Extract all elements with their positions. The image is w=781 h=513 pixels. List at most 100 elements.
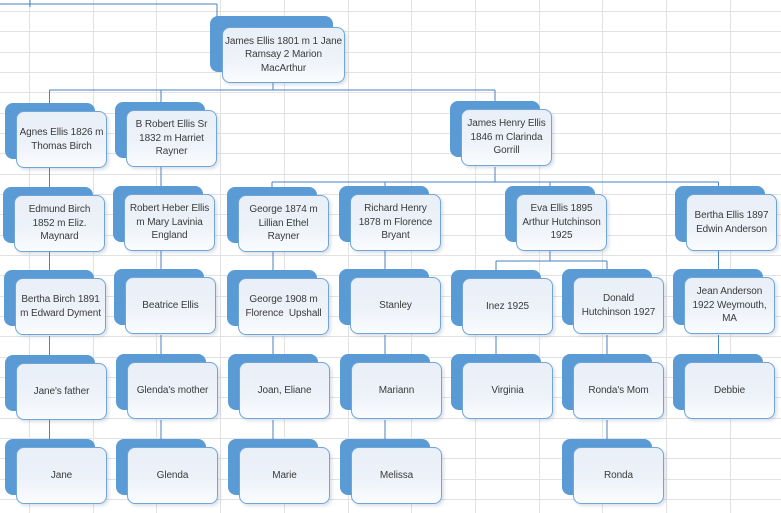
tree-node-jane[interactable]: Jane <box>5 439 107 504</box>
tree-node-agnes-ellis[interactable]: Agnes Ellis 1826 m Thomas Birch <box>5 103 107 168</box>
tree-node-mariann[interactable]: Mariann <box>340 354 442 419</box>
gridline-vertical <box>539 0 540 513</box>
node-label: Richard Henry 1878 m Florence Bryant <box>358 203 433 242</box>
tree-node-donald-hutchinson[interactable]: Donald Hutchinson 1927 <box>562 269 664 334</box>
node-label: Jane's father <box>33 385 90 397</box>
tree-node-robert-heber-ellis[interactable]: Robert Heber Ellis m Mary Lavinia Englan… <box>113 186 215 251</box>
gridline-horizontal <box>0 52 781 53</box>
node-label: Glenda's mother <box>136 384 209 396</box>
node-card: George 1908 m Florence Upshall <box>238 278 329 335</box>
node-label: Mariann <box>378 384 415 396</box>
gridline-vertical <box>220 0 221 513</box>
node-label: Jean Anderson 1922 Weymouth, MA <box>692 286 767 325</box>
node-card: Joan, Eliane <box>239 362 330 419</box>
node-card: Virginia <box>462 362 553 419</box>
tree-node-stanley[interactable]: Stanley <box>339 269 441 334</box>
tree-node-virginia[interactable]: Virginia <box>451 354 553 419</box>
node-card: Eva Ellis 1895 Arthur Hutchinson 1925 <box>516 194 607 251</box>
gridline-horizontal <box>0 438 781 439</box>
node-card: Bertha Ellis 1897 Edwin Anderson <box>686 194 777 251</box>
node-card: Edmund Birch 1852 m Eliz. Maynard <box>14 195 105 252</box>
gridline-horizontal <box>0 174 781 175</box>
tree-node-bertha-ellis[interactable]: Bertha Ellis 1897 Edwin Anderson <box>675 186 777 251</box>
node-label: Edmund Birch 1852 m Eliz. Maynard <box>28 204 91 243</box>
node-label: Inez 1925 <box>485 300 530 312</box>
node-label: James Henry Ellis 1846 m Clarinda Gorril… <box>467 118 546 157</box>
tree-node-glendas-mother[interactable]: Glenda's mother <box>116 354 218 419</box>
gridline-vertical <box>411 0 412 513</box>
node-label: Stanley <box>379 299 412 311</box>
node-label: Beatrice Ellis <box>142 299 199 311</box>
node-card: James Henry Ellis 1846 m Clarinda Gorril… <box>461 109 552 166</box>
node-label: Ronda's Mom <box>588 384 649 396</box>
node-label: Virginia <box>491 384 524 396</box>
node-label: Marie <box>272 469 297 481</box>
gridline-horizontal <box>0 72 781 73</box>
node-label: James Ellis 1801 m 1 Jane Ramsay 2 Mario… <box>224 35 342 74</box>
tree-node-james-ellis-1801[interactable]: James Ellis 1801 m 1 Jane Ramsay 2 Mario… <box>210 16 345 83</box>
gridline-vertical <box>93 0 94 513</box>
gridline-horizontal <box>0 31 781 32</box>
gridline-vertical <box>666 0 667 513</box>
node-label: George 1908 m Florence Upshall <box>245 294 322 319</box>
node-card: James Ellis 1801 m 1 Jane Ramsay 2 Mario… <box>222 27 345 83</box>
node-card: Jane's father <box>16 363 107 420</box>
node-card: Marie <box>239 447 330 504</box>
tree-node-marie[interactable]: Marie <box>228 439 330 504</box>
node-card: Ronda <box>573 447 664 504</box>
node-label: Bertha Birch 1891 m Edward Dyment <box>20 294 101 319</box>
node-label: Joan, Eliane <box>257 384 312 396</box>
node-label: Donald Hutchinson 1927 <box>581 293 656 318</box>
gridline-horizontal <box>0 92 781 93</box>
gridline-vertical <box>475 0 476 513</box>
node-label: Robert Heber Ellis m Mary Lavinia Englan… <box>129 203 210 242</box>
node-card: Glenda <box>127 447 218 504</box>
gridline-horizontal <box>0 336 781 337</box>
node-label: Jane <box>50 469 73 481</box>
node-card: Agnes Ellis 1826 m Thomas Birch <box>16 111 107 168</box>
tree-node-rondas-mom[interactable]: Ronda's Mom <box>562 354 664 419</box>
tree-node-ronda[interactable]: Ronda <box>562 439 664 504</box>
node-label: Debbie <box>713 384 746 396</box>
tree-node-eva-ellis[interactable]: Eva Ellis 1895 Arthur Hutchinson 1925 <box>505 186 607 251</box>
node-label: Agnes Ellis 1826 m Thomas Birch <box>19 127 104 152</box>
tree-node-b-robert-ellis-sr[interactable]: B Robert Ellis Sr 1832 m Harriet Rayner <box>115 102 217 167</box>
tree-node-richard-henry[interactable]: Richard Henry 1878 m Florence Bryant <box>339 186 441 251</box>
gridline-vertical <box>284 0 285 513</box>
node-card: Stanley <box>350 277 441 334</box>
tree-node-bertha-birch[interactable]: Bertha Birch 1891 m Edward Dyment <box>4 270 106 335</box>
gridline-horizontal <box>0 113 781 114</box>
gridline-vertical <box>348 0 349 513</box>
tree-node-edmund-birch[interactable]: Edmund Birch 1852 m Eliz. Maynard <box>3 187 105 252</box>
tree-node-debbie[interactable]: Debbie <box>673 354 775 419</box>
tree-node-george-1874[interactable]: George 1874 m Lillian Ethel Rayner <box>227 187 329 252</box>
tree-node-janes-father[interactable]: Jane's father <box>5 355 107 420</box>
tree-node-inez-1925[interactable]: Inez 1925 <box>451 270 553 335</box>
node-card: Jean Anderson 1922 Weymouth, MA <box>684 277 775 334</box>
node-card: Melissa <box>351 447 442 504</box>
node-card: George 1874 m Lillian Ethel Rayner <box>238 195 329 252</box>
node-label: Bertha Ellis 1897 Edwin Anderson <box>694 210 769 235</box>
tree-node-joan-eliane[interactable]: Joan, Eliane <box>228 354 330 419</box>
node-label: George 1874 m Lillian Ethel Rayner <box>249 204 318 243</box>
node-card: Mariann <box>351 362 442 419</box>
node-card: Debbie <box>684 362 775 419</box>
tree-node-glenda[interactable]: Glenda <box>116 439 218 504</box>
tree-node-george-1908[interactable]: George 1908 m Florence Upshall <box>227 270 329 335</box>
tree-node-melissa[interactable]: Melissa <box>340 439 442 504</box>
tree-node-james-henry-ellis[interactable]: James Henry Ellis 1846 m Clarinda Gorril… <box>450 101 552 166</box>
gridline-vertical <box>730 0 731 513</box>
tree-node-beatrice-ellis[interactable]: Beatrice Ellis <box>114 269 216 334</box>
node-label: Eva Ellis 1895 Arthur Hutchinson 1925 <box>522 203 601 242</box>
tree-node-jean-anderson[interactable]: Jean Anderson 1922 Weymouth, MA <box>673 269 775 334</box>
gridline-horizontal <box>0 11 781 12</box>
node-label: Melissa <box>379 469 414 481</box>
node-label: Glenda <box>156 469 189 481</box>
node-card: B Robert Ellis Sr 1832 m Harriet Rayner <box>126 110 217 167</box>
gridline-horizontal <box>0 153 781 154</box>
gridline-vertical <box>602 0 603 513</box>
node-card: Robert Heber Ellis m Mary Lavinia Englan… <box>124 194 215 251</box>
